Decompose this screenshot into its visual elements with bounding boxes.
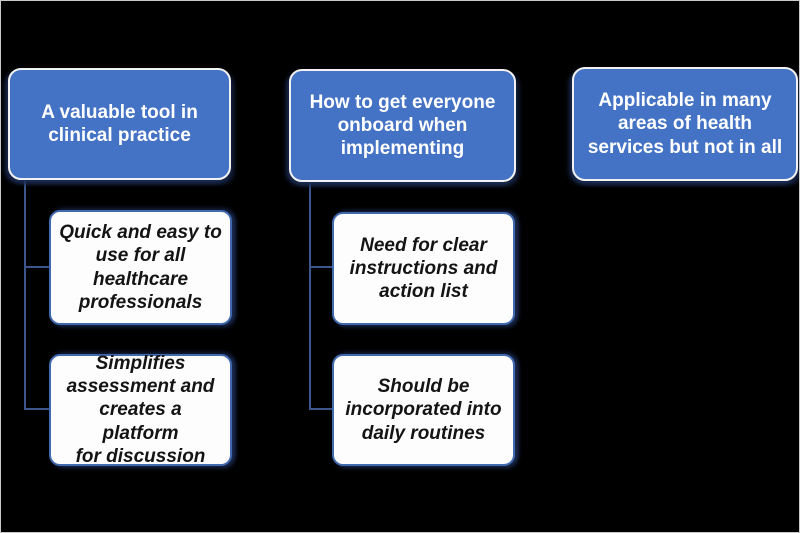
connector-line-col2-vertical <box>309 182 311 410</box>
child-box-simplifies-assessment: Simplifies assessment and creates a plat… <box>49 353 232 467</box>
connector-line-col1-to-child2 <box>24 408 49 410</box>
connector-line-col2-to-child2 <box>309 408 332 410</box>
header-box-applicable-areas: Applicable in many areas of health servi… <box>572 67 798 181</box>
header-box-get-everyone-onboard: How to get everyone onboard when impleme… <box>289 69 516 182</box>
child-box-quick-easy: Quick and easy to use for all healthcare… <box>49 210 232 325</box>
child-box-clear-instructions: Need for clear instructions and action l… <box>332 212 515 325</box>
child-box-daily-routines: Should be incorporated into daily routin… <box>332 354 515 466</box>
header-box-valuable-tool: A valuable tool in clinical practice <box>8 68 231 180</box>
connector-line-col1-to-child1 <box>24 266 49 268</box>
connector-line-col2-to-child1 <box>309 266 332 268</box>
connector-line-col1-vertical <box>24 180 26 410</box>
